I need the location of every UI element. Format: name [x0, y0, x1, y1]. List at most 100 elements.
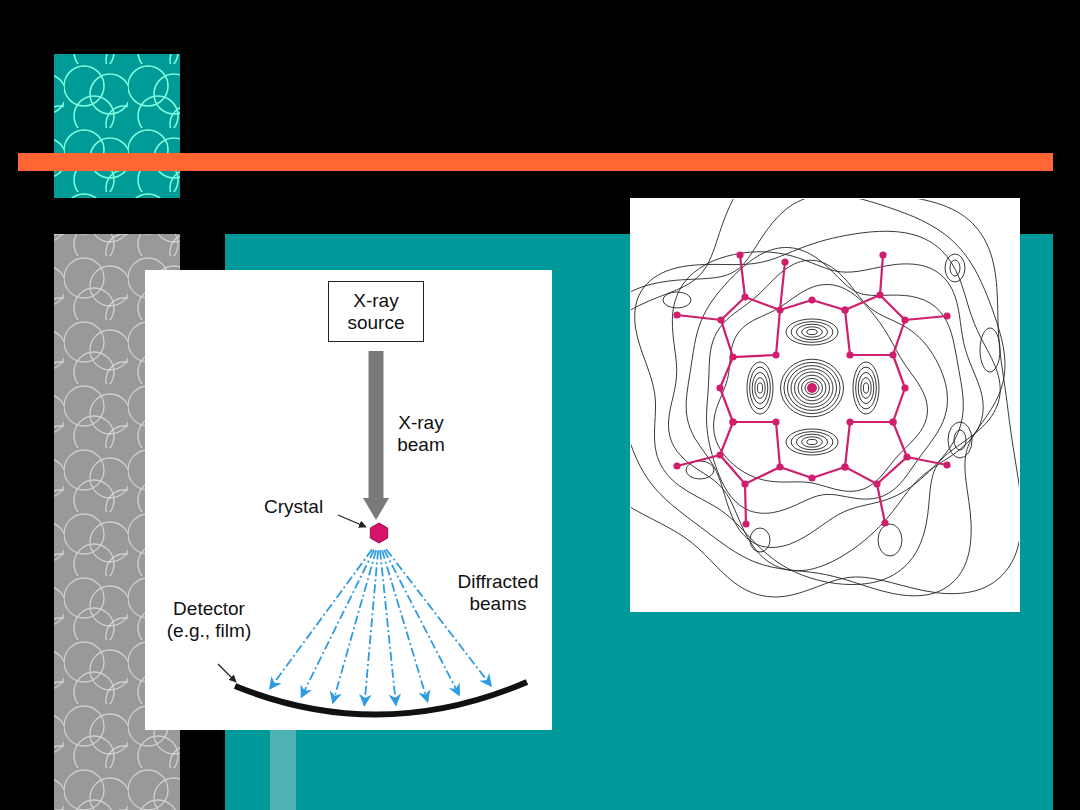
- atom-dot: [776, 306, 783, 313]
- contour-line: [853, 362, 879, 414]
- atom-dot: [841, 306, 848, 313]
- contour-line: [795, 372, 830, 404]
- contour-line: [856, 367, 877, 409]
- contour-line: [802, 378, 823, 397]
- bond-line: [745, 484, 746, 524]
- arrow-shaft: [369, 351, 384, 498]
- atom-dot: [943, 461, 950, 468]
- beam-line: [301, 550, 374, 697]
- pyrrole-ring: [845, 422, 907, 484]
- contour-line: [714, 284, 928, 491]
- bond-line: [812, 300, 845, 310]
- atom-dot: [742, 520, 749, 527]
- atom-dot: [841, 463, 848, 470]
- pyrrole-ring: [720, 422, 780, 484]
- beam-arrow: [363, 351, 389, 520]
- atom-dot: [808, 474, 815, 481]
- bond-line: [877, 484, 885, 523]
- contour-line: [635, 231, 1001, 584]
- atom-dot: [889, 418, 896, 425]
- contour-line: [757, 383, 762, 393]
- contour-line: [950, 260, 960, 276]
- contour-line: [707, 260, 948, 513]
- bond-line: [880, 255, 883, 295]
- atom-dot: [901, 384, 908, 391]
- atom-dot: [901, 316, 908, 323]
- contour-line: [858, 372, 874, 403]
- contour-line: [863, 383, 868, 393]
- bond-line: [677, 315, 721, 320]
- atom-dot: [741, 293, 748, 300]
- crystal-node: Crystal: [262, 494, 394, 550]
- density-contours: [631, 199, 1019, 597]
- contour-line: [631, 199, 1019, 597]
- crystal-hexagon: [367, 521, 391, 545]
- bond-line: [780, 262, 785, 310]
- contour-line: [788, 366, 837, 411]
- atom-dot: [729, 353, 736, 360]
- density-map-panel: [630, 198, 1020, 612]
- atom-dot: [846, 418, 853, 425]
- contour-line: [980, 328, 1000, 372]
- atom-dot: [879, 251, 886, 258]
- atom-dot: [673, 311, 680, 318]
- contour-line: [791, 369, 833, 407]
- beam-line: [380, 550, 396, 705]
- bond-line: [812, 467, 845, 478]
- atom-dot: [741, 480, 748, 487]
- contour-line: [668, 252, 983, 571]
- contour-line: [786, 319, 838, 345]
- atom-dot: [776, 463, 783, 470]
- atom-dot: [889, 351, 896, 358]
- contour-line: [791, 432, 833, 453]
- diagram-panel: [145, 270, 552, 730]
- contour-line: [686, 247, 963, 547]
- detector-film: [235, 682, 527, 715]
- contour-line: [878, 524, 902, 556]
- detector-label: Detector (e.g., film): [150, 598, 268, 642]
- contour-line: [786, 429, 838, 455]
- beam-line: [386, 549, 491, 686]
- edge-label: X-ray beam: [390, 412, 452, 456]
- contour-line: [747, 362, 773, 414]
- atom-dot: [808, 296, 815, 303]
- contour-line: [954, 430, 966, 450]
- atom-dot: [846, 351, 853, 358]
- contour-line: [755, 378, 765, 399]
- contour-line: [805, 382, 819, 395]
- contour-line: [796, 434, 827, 450]
- beams-label: Diffracted beams: [446, 571, 550, 615]
- contour-line: [798, 375, 826, 401]
- beam-line: [384, 550, 459, 696]
- atom-dot: [781, 258, 788, 265]
- bond-line: [677, 455, 720, 466]
- bond-line: [720, 357, 733, 388]
- bond-line: [720, 388, 733, 422]
- atom-dot: [729, 418, 736, 425]
- circle-texture: [54, 54, 180, 198]
- contour-line: [750, 528, 770, 552]
- crystal-label: Crystal: [264, 496, 323, 518]
- leader-line: [218, 664, 236, 682]
- atom-dot: [716, 384, 723, 391]
- source-box: X-ray source: [328, 281, 424, 342]
- crystal-shape: [370, 523, 387, 543]
- bond-line: [907, 457, 947, 465]
- contour-line: [807, 329, 817, 334]
- bond-line: [780, 300, 812, 310]
- contour-line: [861, 378, 871, 399]
- atom-dot: [717, 316, 724, 323]
- atom-dot: [772, 418, 779, 425]
- contour-line: [945, 254, 965, 282]
- contour-line: [802, 437, 823, 447]
- atom-dot: [943, 312, 950, 319]
- atom-dot: [841, 306, 848, 313]
- atom-dot: [881, 519, 888, 526]
- corner-square: [54, 54, 180, 198]
- bond-line: [780, 467, 812, 478]
- bond-line: [893, 388, 905, 422]
- contour-line: [781, 359, 844, 417]
- beam-line: [333, 550, 376, 703]
- box-label: X-ray source: [340, 290, 412, 334]
